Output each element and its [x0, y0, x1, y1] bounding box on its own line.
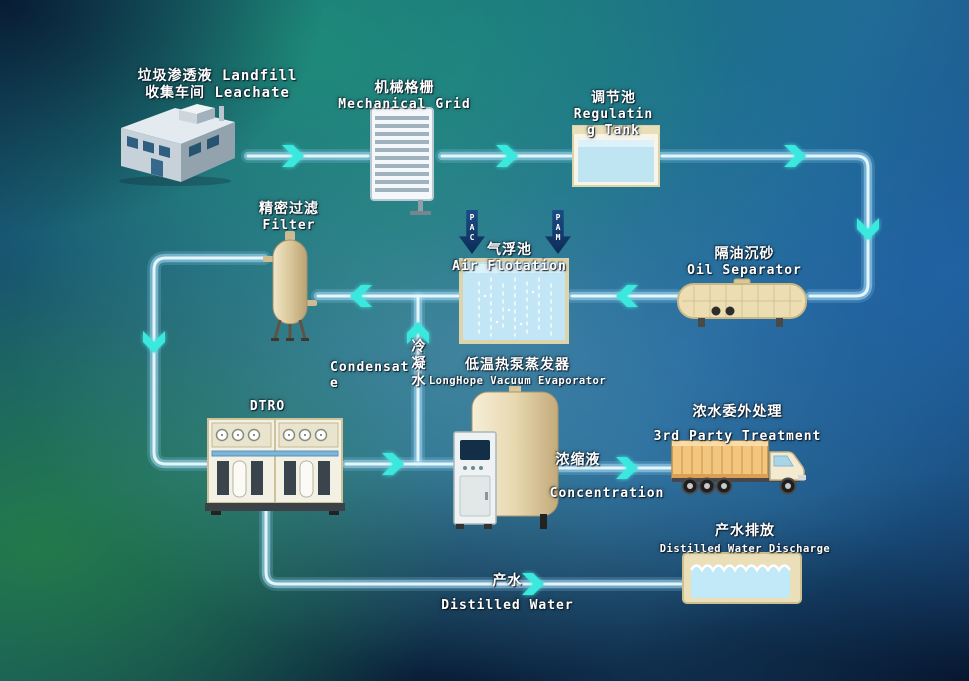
evaporator-label: 低温热泵蒸发器 LongHope Vacuum Evaporator — [415, 357, 620, 388]
truck-icon — [670, 436, 812, 500]
air-flotation-label: 气浮池 Air Flotation — [442, 242, 577, 275]
oil-separator-label: 隔油沉砂 Oil Separator — [662, 246, 827, 279]
condensate-label-en: Condensat e — [330, 360, 420, 392]
discharge-label: 产水排放 Distilled Water Discharge — [655, 523, 835, 556]
dtro-label-text: DTRO — [249, 399, 286, 414]
evaporator-label-en: LongHope Vacuum Evaporator — [428, 375, 607, 387]
condensate-label-cn: 冷 凝 水 — [411, 339, 427, 389]
concentration-label-cn-text: 浓缩液 — [555, 452, 601, 468]
air-flotation-label-cn: 气浮池 — [487, 242, 532, 258]
air-flotation-label-en: Air Flotation — [452, 259, 567, 274]
third-party-label: 浓水委外处理 3rd Party Treatment — [645, 404, 830, 445]
dosing-arrow-left-label: PAC — [467, 213, 477, 243]
concentration-label-en: Concentration — [532, 486, 682, 502]
vacuum-evaporator-icon — [452, 386, 562, 534]
distilled-water-label-cn: 产水 — [492, 573, 523, 589]
concentration-label-cn: 浓缩液 — [538, 452, 618, 469]
regulating-tank-label: 调节池 Regulatin g Tank — [556, 90, 671, 139]
regulating-tank-label-cn: 调节池 — [591, 90, 636, 106]
concentration-label-en-text: Concentration — [549, 486, 665, 501]
regulating-tank-label-en2: g Tank — [587, 123, 640, 138]
condensate-label-en-line2: e — [330, 376, 339, 391]
distilled-water-label-en: Distilled Water — [441, 598, 574, 613]
regulating-tank-icon — [570, 120, 662, 190]
mechanical-grid-label: 机械格栅 Mechanical Grid — [322, 80, 487, 113]
precision-filter-icon — [260, 226, 320, 344]
filter-label: 精密过滤 Filter — [230, 201, 348, 234]
air-flotation-tank-icon — [457, 252, 571, 346]
oil-separator-label-cn: 隔油沉砂 — [714, 246, 775, 262]
condensate-label-en-line1: Condensat — [330, 360, 410, 375]
regulating-tank-label-en1: Regulatin — [573, 107, 654, 122]
factory-label-line2: 收集车间 Leachate — [145, 85, 290, 101]
mechanical-grid-label-en: Mechanical Grid — [338, 97, 471, 112]
mechanical-grid-icon — [368, 106, 440, 218]
factory-label-line1: 垃圾渗透液 Landfill — [137, 68, 298, 84]
filter-label-en: Filter — [262, 218, 316, 233]
discharge-label-en: Distilled Water Discharge — [659, 543, 831, 555]
filter-label-cn: 精密过滤 — [259, 201, 319, 217]
dtro-label: DTRO — [225, 399, 310, 415]
dosing-arrow-right-label: PAM — [553, 213, 563, 243]
dtro-unit-icon — [203, 413, 347, 515]
mechanical-grid-label-cn: 机械格栅 — [374, 80, 435, 96]
oil-separator-label-en: Oil Separator — [687, 263, 802, 278]
distilled-water-label: 产水 Distilled Water — [425, 573, 590, 614]
factory-building-icon — [113, 94, 243, 186]
third-party-label-cn: 浓水委外处理 — [692, 404, 783, 420]
discharge-label-cn: 产水排放 — [715, 523, 775, 539]
discharge-pond-icon — [681, 550, 803, 606]
third-party-label-en: 3rd Party Treatment — [653, 429, 822, 444]
evaporator-label-cn: 低温热泵蒸发器 — [465, 357, 570, 373]
oil-separator-icon — [676, 278, 810, 330]
factory-label: 垃圾渗透液 Landfill 收集车间 Leachate — [115, 68, 320, 102]
